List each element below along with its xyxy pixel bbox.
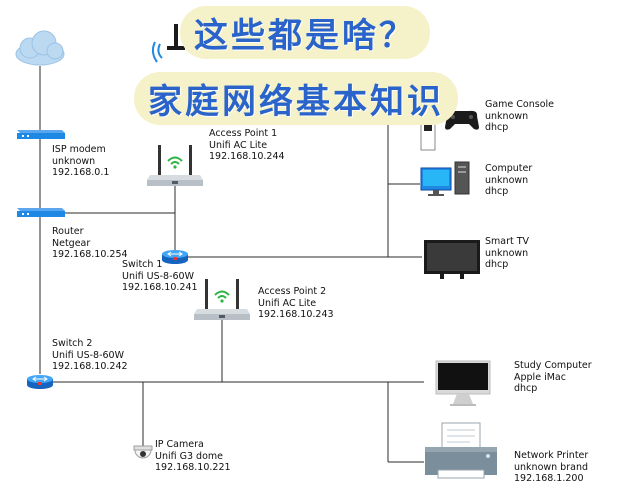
access-point-2-icon xyxy=(194,279,250,320)
router-model: Netgear xyxy=(52,237,91,249)
router-icon xyxy=(17,208,65,217)
switch1-icon xyxy=(162,250,188,264)
switch1-label: Switch 1 Unifi US-8-60W 192.168.10.241 xyxy=(122,259,198,294)
access-point-1-icon xyxy=(147,145,203,186)
game-console-ip: dhcp xyxy=(485,122,509,133)
switch1-model: Unifi US-8-60W xyxy=(122,270,194,282)
smart-tv-ip: dhcp xyxy=(485,259,509,270)
isp-modem-ip: 192.168.0.1 xyxy=(52,167,110,178)
ap1-model: Unifi AC Lite xyxy=(209,139,268,151)
router-name: Router xyxy=(52,226,84,237)
smart-tv-model: unknown xyxy=(485,247,529,259)
network-printer-model: unknown brand xyxy=(514,461,588,473)
computer-ip: dhcp xyxy=(485,186,509,197)
switch2-icon xyxy=(27,375,53,389)
computer-model: unknown xyxy=(485,174,529,186)
router-ip: 192.168.10.254 xyxy=(52,249,128,260)
switch1-ip: 192.168.10.241 xyxy=(122,282,198,293)
study-computer-ip: dhcp xyxy=(514,383,538,394)
smart-tv-name: Smart TV xyxy=(485,236,530,247)
game-console-model: unknown xyxy=(485,110,529,122)
title-line-2: 家庭网络基本知识 xyxy=(134,72,458,125)
desktop-computer-icon xyxy=(420,161,470,196)
tv-icon xyxy=(424,240,480,279)
modem-icon xyxy=(17,130,65,139)
ip-camera-ip: 192.168.10.221 xyxy=(155,462,231,473)
game-console-label: Game Console unknown dhcp xyxy=(485,99,554,134)
isp-modem-name: ISP modem xyxy=(52,144,106,155)
switch2-model: Unifi US-8-60W xyxy=(52,349,124,361)
ap1-ip: 192.168.10.244 xyxy=(209,151,285,162)
smart-tv-label: Smart TV unknown dhcp xyxy=(485,236,529,271)
network-printer-name: Network Printer xyxy=(514,450,589,461)
switch2-ip: 192.168.10.242 xyxy=(52,361,128,372)
switch1-name: Switch 1 xyxy=(122,259,163,270)
computer-name: Computer xyxy=(485,163,533,174)
ip-camera-model: Unifi G3 dome xyxy=(155,450,223,462)
ip-camera-label: IP Camera Unifi G3 dome 192.168.10.221 xyxy=(155,439,231,474)
computer-label: Computer unknown dhcp xyxy=(485,163,532,198)
study-computer-name: Study Computer xyxy=(514,360,592,371)
study-computer-label: Study Computer Apple iMac dhcp xyxy=(514,360,592,395)
imac-icon xyxy=(435,360,491,406)
cloud-icon xyxy=(15,30,65,66)
title-line-1: 这些都是啥？ xyxy=(180,6,430,59)
ap2-ip: 192.168.10.243 xyxy=(258,309,334,320)
isp-modem-label: ISP modem unknown 192.168.0.1 xyxy=(52,144,109,179)
ap2-label: Access Point 2 Unifi AC Lite 192.168.10.… xyxy=(258,286,334,321)
dome-camera-icon xyxy=(133,445,153,459)
ap2-name: Access Point 2 xyxy=(258,286,327,297)
isp-modem-model: unknown xyxy=(52,155,96,167)
ap2-model: Unifi AC Lite xyxy=(258,297,317,309)
router-label: Router Netgear 192.168.10.254 xyxy=(52,226,128,261)
printer-icon xyxy=(425,422,497,479)
ap1-label: Access Point 1 Unifi AC Lite 192.168.10.… xyxy=(209,128,285,163)
title-antenna-icon xyxy=(151,24,185,63)
connection-lines xyxy=(39,66,424,463)
ap1-name: Access Point 1 xyxy=(209,128,278,139)
switch2-label: Switch 2 Unifi US-8-60W 192.168.10.242 xyxy=(52,338,128,373)
switch2-name: Switch 2 xyxy=(52,338,93,349)
ip-camera-name: IP Camera xyxy=(155,439,204,450)
network-printer-ip: 192.168.1.200 xyxy=(514,473,584,484)
network-printer-label: Network Printer unknown brand 192.168.1.… xyxy=(514,450,588,485)
study-computer-model: Apple iMac xyxy=(514,371,566,383)
game-console-name: Game Console xyxy=(485,99,555,110)
